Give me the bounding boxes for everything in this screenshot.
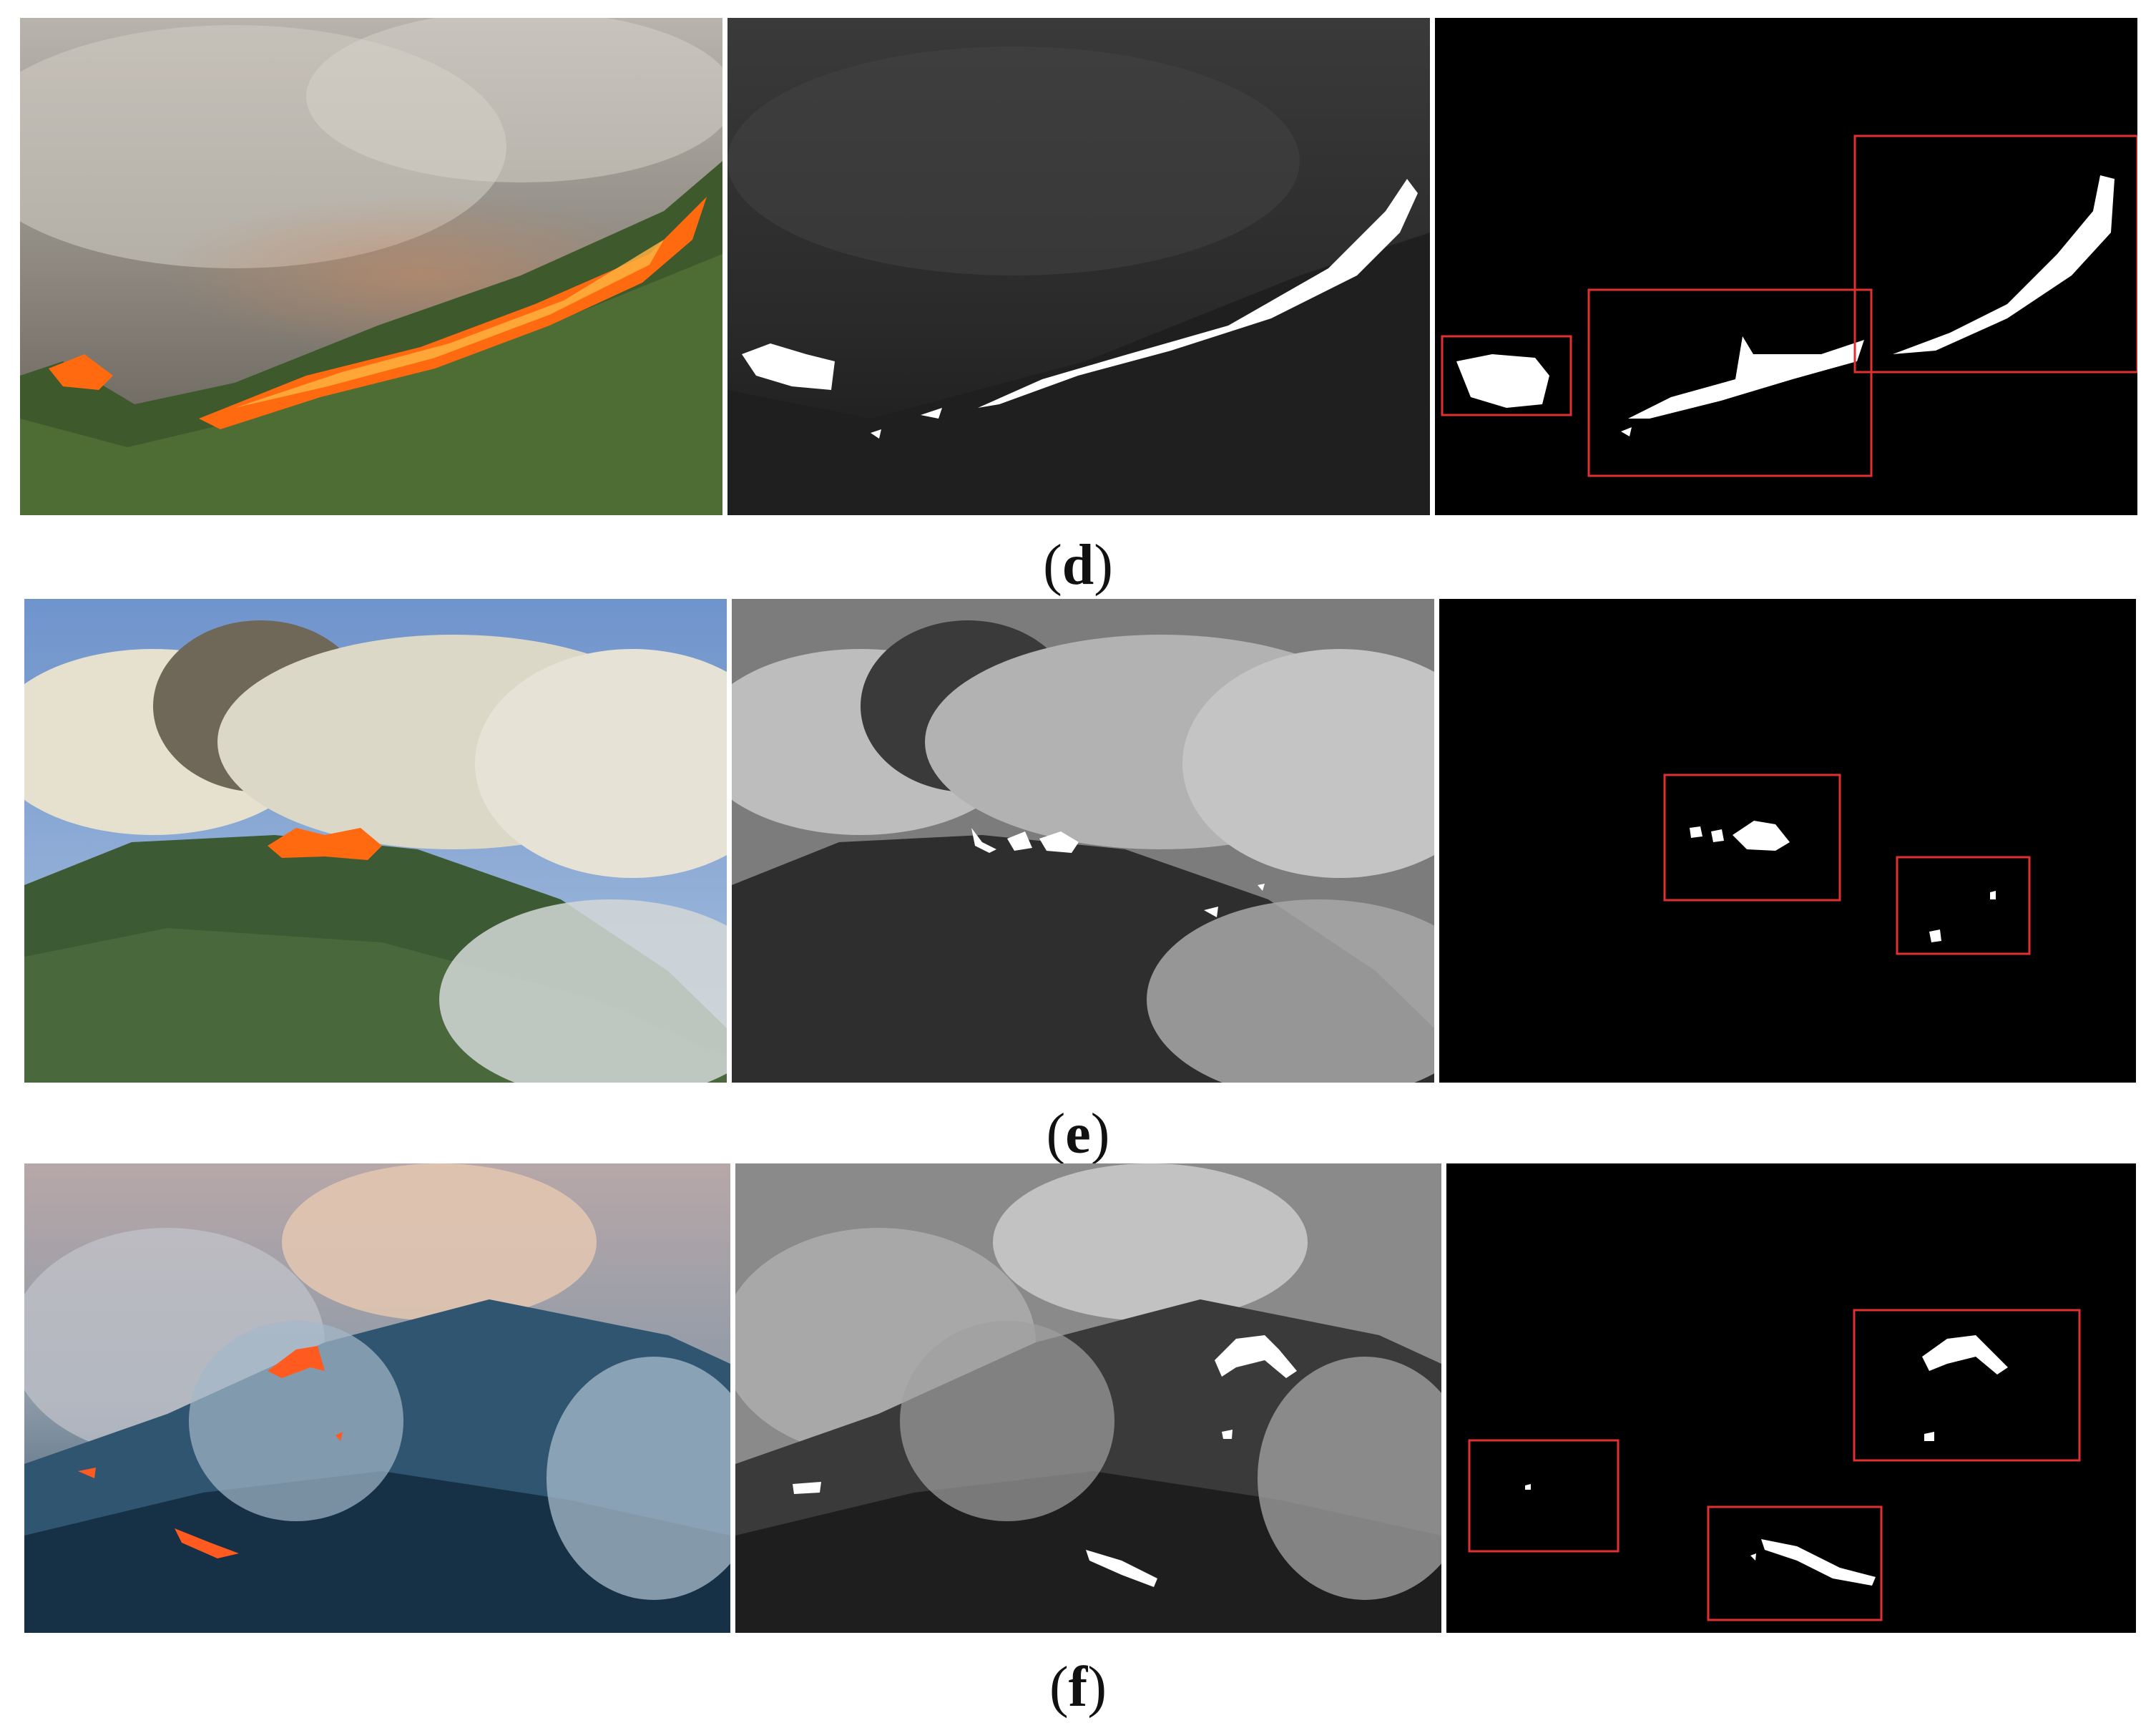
row-f-original-photo bbox=[24, 1163, 730, 1633]
row-e-binary-detection-map bbox=[1439, 599, 2136, 1083]
row-e-grayscale-map bbox=[732, 599, 1434, 1083]
caption-e: (e) bbox=[1046, 1103, 1110, 1166]
detection-box bbox=[1468, 1439, 1620, 1553]
row-d-grayscale-map bbox=[727, 18, 1430, 515]
row-d-original-photo bbox=[20, 18, 722, 515]
detection-box bbox=[1853, 135, 2137, 374]
row-d-binary-detection-map bbox=[1435, 18, 2137, 515]
caption-d: (d) bbox=[1043, 534, 1113, 597]
detection-box bbox=[1707, 1505, 1883, 1621]
detection-box bbox=[1587, 288, 1873, 477]
row-f-grayscale-map bbox=[735, 1163, 1441, 1633]
detection-box bbox=[1663, 773, 1841, 902]
detection-box bbox=[1441, 335, 1572, 416]
caption-f: (f) bbox=[1049, 1656, 1107, 1719]
row-e-original-photo bbox=[24, 599, 727, 1083]
detection-box bbox=[1896, 856, 2031, 955]
row-f-binary-detection-map bbox=[1446, 1163, 2136, 1633]
detection-box bbox=[1853, 1309, 2081, 1462]
